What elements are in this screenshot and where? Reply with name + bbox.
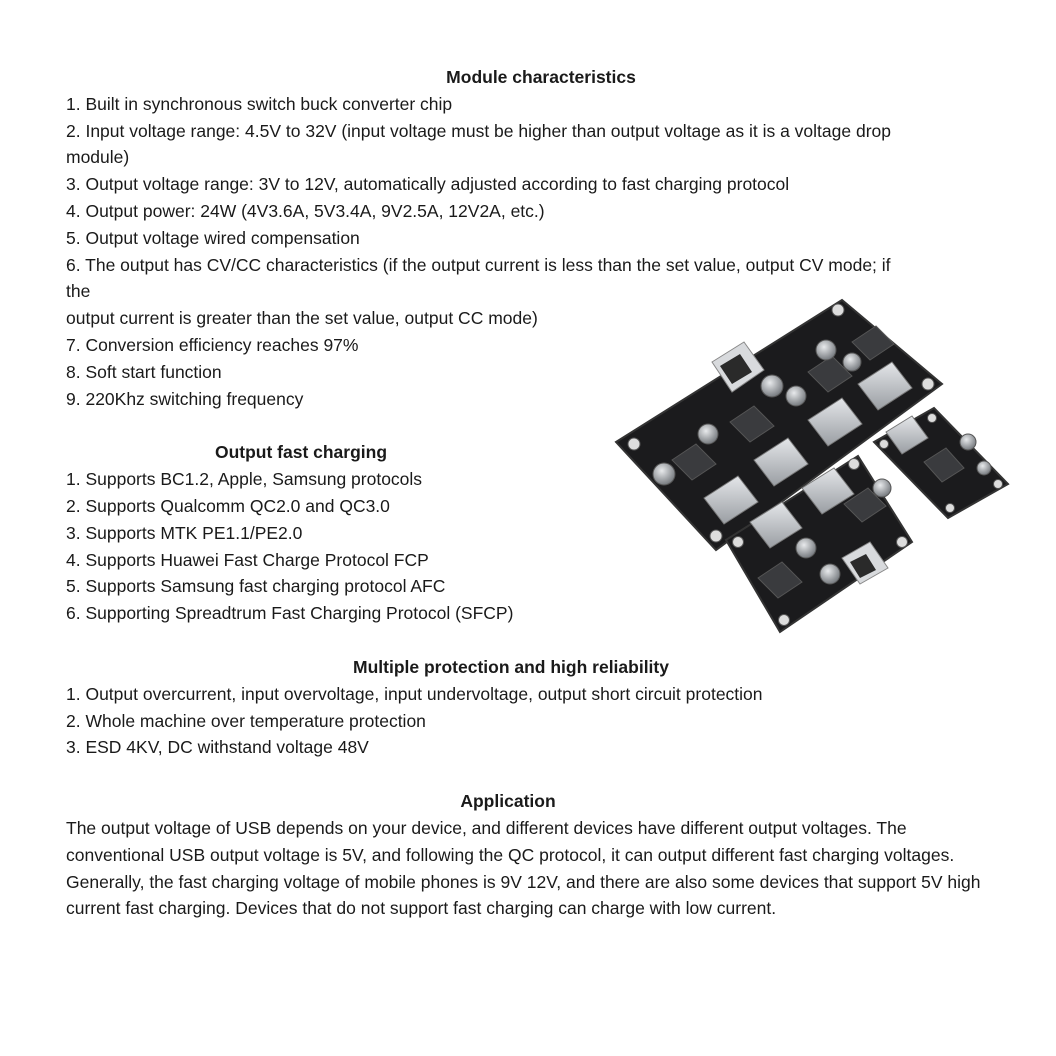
large-board	[614, 298, 944, 552]
application-paragraph: The output voltage of USB depends on you…	[66, 817, 981, 919]
list-item: 6. Supporting Spreadtrum Fast Charging P…	[66, 603, 514, 624]
section-protection: Multiple protection and high reliability…	[66, 654, 996, 761]
list-item: 3. Supports MTK PE1.1/PE2.0	[66, 522, 303, 543]
list-item: 6. The output has CV/CC characteristics …	[66, 254, 891, 275]
list-item: 5. Output voltage wired compensation	[66, 227, 360, 248]
circuit-board-photo-icon	[612, 292, 1012, 644]
list-item: the	[66, 281, 91, 302]
list-item: 4. Output power: 24W (4V3.6A, 5V3.4A, 9V…	[66, 200, 545, 221]
list-item: 1. Supports BC1.2, Apple, Samsung protoc…	[66, 469, 423, 490]
list-item: 2. Input voltage range: 4.5V to 32V (inp…	[66, 120, 891, 141]
list-item: 1. Built in synchronous switch buck conv…	[66, 93, 453, 114]
medium-board	[724, 454, 914, 634]
list-item: 7. Conversion efficiency reaches 97%	[66, 334, 359, 355]
list-item: 2. Whole machine over temperature protec…	[66, 710, 426, 731]
small-board	[872, 406, 1010, 520]
section-module-characteristics: Module characteristics 1. Built in synch…	[66, 64, 996, 412]
section-title: Module characteristics	[446, 67, 636, 87]
list-item: 9. 220Khz switching frequency	[66, 388, 304, 409]
list-item: 2. Supports Qualcomm QC2.0 and QC3.0	[66, 495, 390, 516]
list-item: 5. Supports Samsung fast charging protoc…	[66, 576, 446, 597]
section-title: Application	[460, 791, 556, 812]
section-title: Multiple protection and high reliability	[353, 656, 669, 677]
list-item: 1. Output overcurrent, input overvoltage…	[66, 683, 763, 704]
list-item: module)	[66, 147, 130, 168]
list-item: output current is greater than the set v…	[66, 308, 538, 329]
list-item: 3. Output voltage range: 3V to 12V, auto…	[66, 174, 790, 195]
list-item: 8. Soft start function	[66, 361, 222, 382]
section-title: Output fast charging	[214, 442, 388, 463]
section-application: Application The output voltage of USB de…	[66, 788, 996, 922]
document-body: Module characteristics 1. Built in synch…	[66, 64, 996, 922]
list-item: 3. ESD 4KV, DC withstand voltage 48V	[66, 737, 369, 758]
section-output-fast-charging: Output fast charging 1. Supports BC1.2, …	[66, 439, 996, 627]
list-item: 4. Supports Huawei Fast Charge Protocol …	[66, 549, 429, 570]
